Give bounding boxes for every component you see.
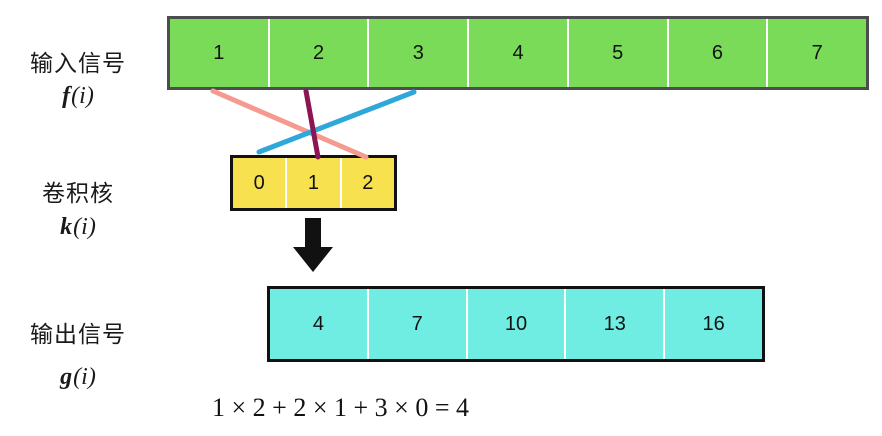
kernel-cell-2: 1 — [287, 158, 340, 208]
output-math-letter: g — [60, 364, 73, 390]
input-array: 1 2 3 4 5 6 7 — [167, 16, 869, 90]
output-math-arg: (i) — [73, 364, 96, 390]
input-math-letter: f — [62, 83, 71, 109]
input-cell-3: 3 — [369, 19, 468, 87]
kernel-cell-3: 2 — [341, 158, 394, 208]
convolution-formula: 1 × 2 + 2 × 1 + 3 × 0 = 4 — [212, 393, 469, 422]
output-cell-1: 4 — [270, 289, 367, 359]
kernel-math-label: k(i) — [8, 214, 148, 241]
connection-line-maroon — [303, 88, 321, 160]
kernel-math-arg: (i) — [73, 214, 96, 240]
kernel-array: 0 1 2 — [230, 155, 397, 211]
input-cell-2: 2 — [269, 19, 368, 87]
input-cell-7: 7 — [768, 19, 867, 87]
down-arrow-icon — [293, 218, 333, 272]
output-signal-label: 输出信号 — [30, 321, 126, 347]
input-signal-math-label: f(i) — [8, 83, 148, 110]
connection-line-blue — [256, 89, 417, 155]
output-cell-4: 13 — [566, 289, 664, 359]
connection-line-pink — [210, 88, 369, 160]
input-cell-1: 1 — [170, 19, 268, 87]
kernel-label: 卷积核 — [42, 180, 114, 206]
output-cell-3: 10 — [467, 289, 565, 359]
input-cell-5: 5 — [568, 19, 667, 87]
kernel-cell-1: 0 — [233, 158, 286, 208]
output-cell-5: 16 — [665, 289, 762, 359]
output-array: 4 7 10 13 16 — [267, 286, 765, 362]
input-cell-6: 6 — [668, 19, 767, 87]
input-signal-label: 输入信号 — [30, 50, 126, 76]
output-signal-math-label: g(i) — [8, 364, 148, 391]
output-cell-2: 7 — [368, 289, 466, 359]
kernel-math-letter: k — [60, 214, 73, 240]
input-math-arg: (i) — [71, 83, 94, 109]
input-cell-4: 4 — [469, 19, 567, 87]
